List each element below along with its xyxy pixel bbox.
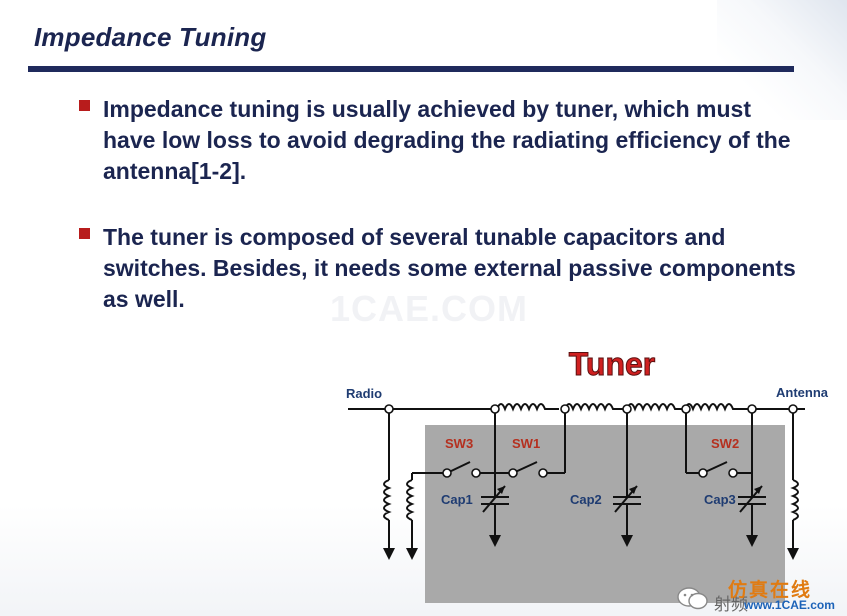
circuit-nodes [384,404,798,478]
bullet-item: Impedance tuning is usually achieved by … [78,94,798,187]
wechat-icon [677,587,708,610]
switch-label: SW3 [445,436,473,451]
brand-left-text: 射频 [714,595,748,615]
tuner-title: Tuner [569,346,656,382]
tuner-box [425,425,785,603]
bullet-item: The tuner is composed of several tunable… [78,222,798,315]
bullet-square-icon [79,100,90,111]
bullet-text: The tuner is composed of several tunable… [103,224,796,312]
title-underline [28,66,794,72]
antenna-label: Antenna [776,385,829,400]
watermark-text: 1CAE.COM [330,288,529,329]
capacitor-label: Cap1 [441,492,473,507]
brand-name: 仿真在线 [728,579,813,601]
ground-arrows [383,486,799,560]
bullet-list: Impedance tuning is usually achieved by … [78,94,798,350]
brand-url: www.1CAE.com [744,598,835,612]
radio-label: Radio [346,386,382,401]
circuit-lines [348,403,805,548]
switch-label: SW2 [711,436,739,451]
capacitor-label: Cap2 [570,492,602,507]
slide-title: Impedance Tuning [34,22,267,52]
bullet-square-icon [79,228,90,239]
bullet-text: Impedance tuning is usually achieved by … [103,96,791,184]
switch-label: SW1 [512,436,540,451]
capacitor-label: Cap3 [704,492,736,507]
corner-decoration [717,0,847,120]
